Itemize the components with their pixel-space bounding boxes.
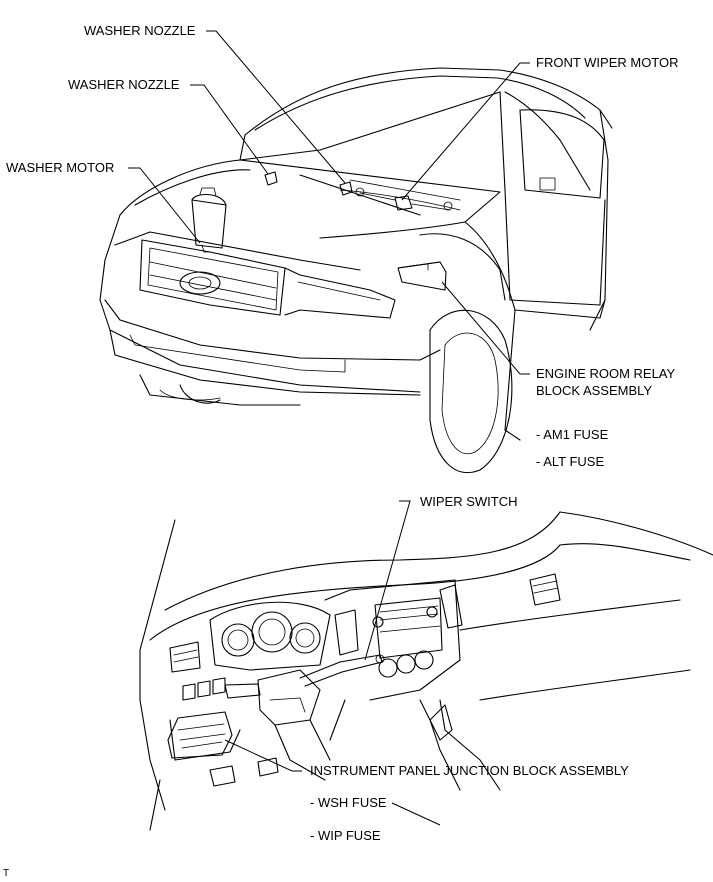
wip-fuse-label: - WIP FUSE (310, 828, 381, 843)
engine-room-relay-label-line2: BLOCK ASSEMBLY (536, 383, 653, 398)
engine-room-relay-label-line1: ENGINE ROOM RELAY (536, 366, 676, 381)
washer-nozzle-label-2: WASHER NOZZLE (68, 77, 180, 92)
am1-fuse-label: - AM1 FUSE (536, 427, 609, 442)
alt-fuse-label: - ALT FUSE (536, 454, 605, 469)
instrument-panel-junction-block-label: INSTRUMENT PANEL JUNCTION BLOCK ASSEMBLY (310, 763, 629, 778)
washer-motor-label: WASHER MOTOR (6, 160, 115, 175)
corner-mark: T (3, 868, 10, 879)
wiper-switch-label: WIPER SWITCH (420, 494, 518, 509)
wsh-fuse-label: - WSH FUSE (310, 795, 387, 810)
washer-nozzle-label-1: WASHER NOZZLE (84, 23, 196, 38)
front-wiper-motor-label: FRONT WIPER MOTOR (536, 55, 679, 70)
leader-lines (128, 30, 530, 826)
truck-drawing (99, 67, 613, 474)
dashboard-drawing (139, 511, 713, 831)
